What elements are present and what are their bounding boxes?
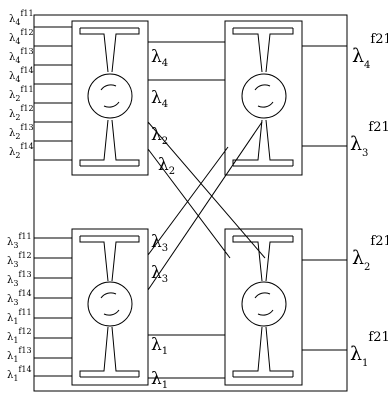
- block-right-top: [224, 20, 303, 176]
- funnel-left-bottom: [79, 235, 140, 378]
- middle-label: λ2: [158, 155, 175, 177]
- input-label: λ4f13: [9, 47, 34, 65]
- block-left-bottom: [71, 228, 149, 386]
- input-label: λ1f11: [7, 308, 32, 326]
- circulator-arrow-icon: [103, 101, 120, 108]
- middle-label: λ3: [151, 232, 168, 254]
- middle-label: λ3: [151, 263, 168, 285]
- input-label: λ2f14: [9, 142, 34, 160]
- circulator-arrow-icon: [100, 292, 117, 299]
- middle-label: λ1: [151, 369, 168, 391]
- block-right-bottom: [224, 228, 303, 386]
- input-label: λ1f13: [7, 346, 32, 364]
- middle-label: λ1: [151, 335, 168, 357]
- input-label: λ2f13: [9, 123, 34, 141]
- block-left-top: [71, 20, 149, 176]
- circulator-arrow-icon: [100, 84, 117, 91]
- funnel-right-top: [232, 27, 294, 167]
- input-label: λ2f12: [9, 104, 34, 122]
- middle-label: λ4: [151, 88, 168, 110]
- circulator-arrow-icon: [103, 309, 120, 316]
- circulator-left-bottom: [87, 281, 133, 327]
- input-lines-left-top: [34, 26, 72, 161]
- input-label: λ1f14: [7, 365, 32, 383]
- circulator-arrow-icon: [257, 309, 274, 316]
- input-label: λ4f12: [9, 28, 34, 46]
- middle-label: λ2: [151, 125, 168, 147]
- input-lines-left-bottom: [34, 237, 72, 377]
- funnel-left-top: [79, 27, 140, 167]
- circulator-arrow-icon: [257, 101, 274, 108]
- left-top-input-labels: λ4f11 λ4f12 λ4f13 λ4f14 λ2f11 λ2f12 λ2f1…: [9, 9, 34, 160]
- circulator-right-bottom: [241, 281, 287, 327]
- interconnect-lines: [147, 41, 266, 379]
- input-label: λ2f11: [9, 85, 34, 103]
- output-label: λ1f21: [350, 330, 388, 369]
- circulator-arrow-icon: [254, 84, 271, 91]
- output-label: λ3f21: [350, 120, 388, 159]
- output-label: λ2f21: [352, 234, 388, 273]
- input-label: λ1f12: [7, 327, 32, 345]
- input-label: λ3f12: [7, 251, 32, 269]
- funnel-right-bottom: [232, 235, 294, 378]
- left-bottom-input-labels: λ3f11 λ3f12 λ3f13 λ3f14 λ1f11 λ1f12 λ1f1…: [7, 232, 32, 383]
- input-label: λ3f13: [7, 270, 32, 288]
- input-label: λ4f11: [9, 9, 34, 27]
- input-label: λ3f14: [7, 289, 32, 307]
- output-labels: λ4f21 λ3f21 λ2f21 λ1f21: [350, 32, 388, 369]
- circulator-right-top: [241, 73, 287, 119]
- circulator-arrow-icon: [254, 292, 271, 299]
- output-label: λ4f21: [352, 32, 388, 71]
- middle-label: λ4: [151, 47, 168, 69]
- middle-labels: λ4 λ4 λ2 λ2 λ3 λ3 λ1 λ1: [151, 47, 175, 391]
- output-lines: [302, 45, 347, 351]
- outer-frame: [33, 14, 348, 392]
- input-label: λ4f14: [9, 66, 34, 84]
- input-label: λ3f11: [7, 232, 32, 250]
- circulator-left-top: [87, 73, 133, 119]
